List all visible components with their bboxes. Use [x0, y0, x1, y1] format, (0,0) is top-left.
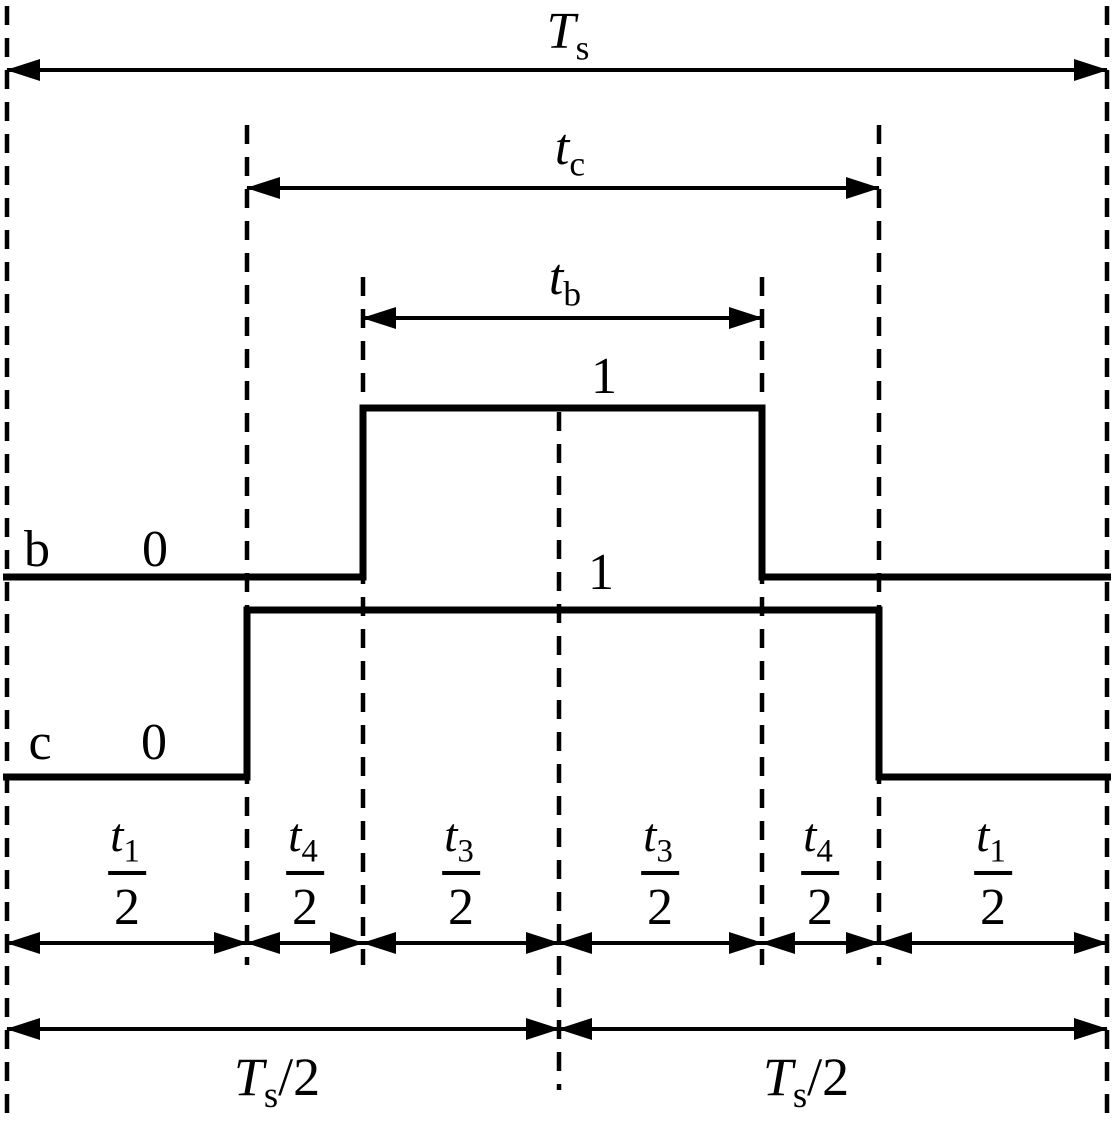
fraction-base: t [444, 809, 458, 862]
dimension-arrows [6, 59, 1108, 1040]
ts-dimension-label: Ts [546, 3, 590, 66]
fraction-subscript: 4 [816, 833, 833, 870]
waveform-b-high-label: 1 [591, 348, 617, 405]
fraction-subscript: 3 [457, 833, 474, 870]
fraction-subscript: 1 [123, 833, 140, 870]
fraction-t4-right: t4 2 [801, 809, 839, 936]
fraction-t3-right: t3 2 [641, 809, 679, 936]
fraction-base: t [803, 809, 817, 862]
waveform-b-trace [3, 404, 1111, 581]
fraction-numerator: t3 [442, 809, 480, 875]
ts-half-divisor: /2 [807, 1047, 850, 1107]
fraction-numerator: t4 [286, 809, 324, 875]
fraction-denominator: 2 [448, 878, 474, 936]
waveform-c-low-label: 0 [141, 714, 167, 771]
ts-base: T [546, 3, 576, 60]
ts-half-left-label: Ts/2 [233, 1047, 321, 1113]
fraction-t4-left: t4 2 [286, 809, 324, 936]
fraction-base: t [110, 809, 124, 862]
ts-subscript: s [575, 27, 590, 68]
ts-half-subscript: s [263, 1073, 279, 1115]
fraction-subscript: 4 [301, 833, 318, 870]
fraction-base: t [288, 809, 302, 862]
ts-half-subscript: s [792, 1073, 808, 1115]
fraction-base: t [976, 809, 990, 862]
tb-dimension-label: tb [548, 249, 581, 312]
fraction-numerator: t1 [108, 809, 146, 875]
fraction-base: t [643, 809, 657, 862]
fraction-t1-left: t1 2 [108, 809, 146, 936]
tb-base: t [548, 249, 564, 306]
fraction-denominator: 2 [292, 878, 318, 936]
fraction-denominator: 2 [980, 878, 1006, 936]
ts-half-base: T [233, 1047, 264, 1107]
waveform-b-name: b [24, 521, 50, 578]
fraction-denominator: 2 [647, 878, 673, 936]
fraction-numerator: t4 [801, 809, 839, 875]
tb-subscript: b [563, 273, 582, 314]
tc-base: t [554, 119, 570, 176]
waveform-c-high-label: 1 [588, 544, 614, 601]
fraction-t3-left: t3 2 [442, 809, 480, 936]
ts-half-right-label: Ts/2 [762, 1047, 850, 1113]
waveform-c-trace [3, 606, 1111, 781]
fraction-subscript: 1 [989, 833, 1006, 870]
tc-dimension-label: tc [554, 119, 585, 182]
fraction-denominator: 2 [807, 878, 833, 936]
tc-subscript: c [569, 143, 586, 184]
waveform-traces [3, 404, 1111, 781]
fraction-subscript: 3 [656, 833, 673, 870]
fraction-t1-right: t1 2 [974, 809, 1012, 936]
ts-half-base: T [762, 1047, 793, 1107]
waveform-b-low-label: 0 [142, 521, 168, 578]
waveform-c-name: c [28, 714, 52, 771]
fraction-numerator: t3 [641, 809, 679, 875]
fraction-denominator: 2 [114, 878, 140, 936]
ts-half-divisor: /2 [278, 1047, 321, 1107]
fraction-numerator: t1 [974, 809, 1012, 875]
